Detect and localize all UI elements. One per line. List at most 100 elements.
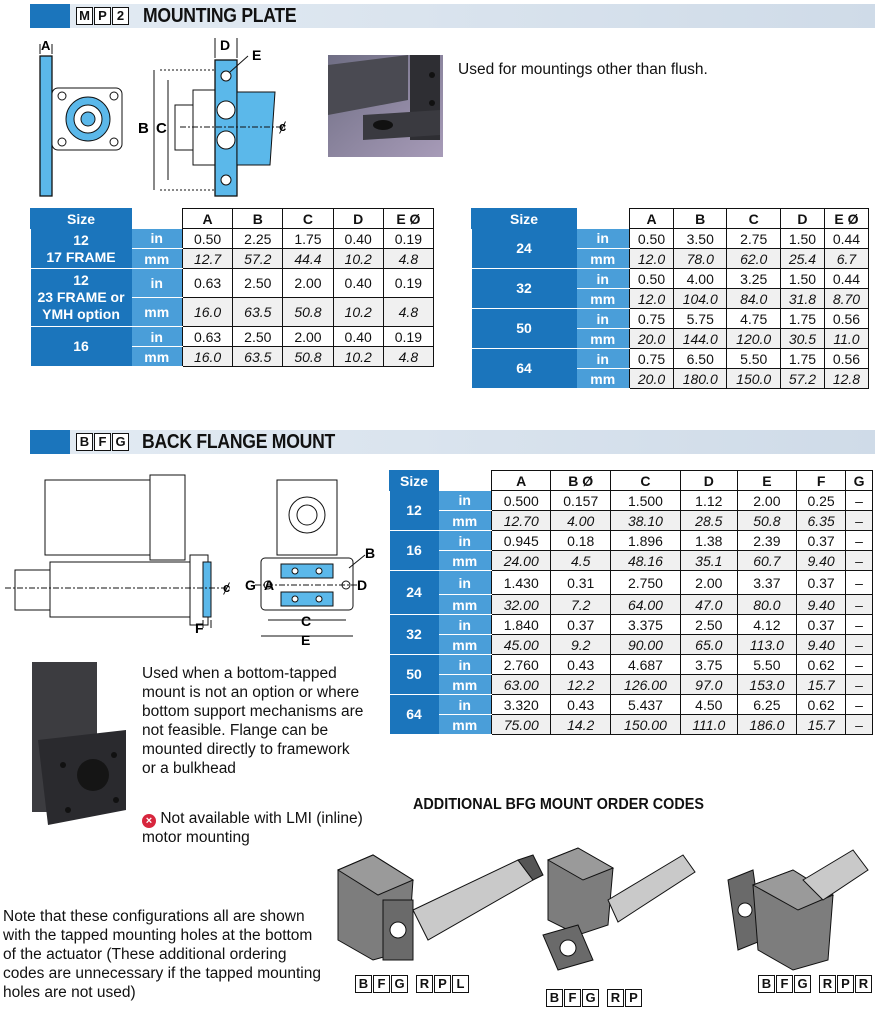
value-cell: 25.4	[779, 248, 825, 269]
value-cell: 6.35	[796, 510, 847, 531]
code-letter: F	[94, 433, 111, 451]
unit-mm: mm	[438, 510, 492, 531]
value-cell: 144.0	[672, 328, 728, 349]
size-line: 16	[73, 338, 89, 354]
code-letter: B	[758, 975, 775, 993]
value-cell: 3.75	[679, 654, 738, 675]
value-cell: –	[845, 694, 873, 715]
dim-label-e: E	[301, 632, 310, 648]
table-row: mm 20.0 144.0 120.0 30.5 11.0	[472, 328, 870, 349]
table-row: mm 12.7 57.2 44.4 10.2 4.8	[31, 248, 435, 269]
header-a: A	[181, 208, 234, 229]
value-cell: 50.8	[282, 346, 334, 367]
value-cell: 3.50	[672, 228, 728, 249]
value-cell: 4.687	[609, 654, 681, 675]
value-cell: 32.00	[490, 594, 552, 615]
unit-in: in	[438, 694, 492, 715]
value-cell: 4.75	[726, 308, 781, 329]
size-cell: 16	[30, 326, 132, 367]
value-cell: 15.7	[796, 714, 847, 735]
value-cell: 15.7	[796, 674, 847, 695]
unit-mm: mm	[438, 550, 492, 571]
value-cell: 2.50	[232, 326, 284, 347]
bfg-section-header: B F G BACK FLANGE MOUNT	[30, 430, 875, 454]
table-row: mm 12.70 4.00 38.10 28.5 50.8 6.35 –	[390, 510, 873, 531]
header-c: C	[726, 208, 781, 229]
dim-label-d: D	[220, 37, 230, 53]
value-cell: 0.56	[823, 348, 870, 369]
value-cell: –	[845, 594, 873, 615]
value-cell: 0.500	[490, 490, 552, 511]
value-cell: 1.430	[490, 570, 552, 595]
value-cell: 20.0	[629, 328, 674, 349]
value-cell: 16.0	[181, 297, 234, 327]
unit-in: in	[131, 326, 183, 347]
centerline-label: ȼ	[223, 580, 230, 595]
value-cell: 0.31	[550, 570, 611, 595]
value-cell: 0.40	[332, 228, 384, 249]
value-cell: 5.437	[609, 694, 681, 715]
value-cell: 4.8	[382, 297, 435, 327]
dim-label-b: B	[138, 120, 149, 137]
value-cell: 0.37	[796, 530, 847, 551]
value-cell: 0.44	[823, 268, 870, 289]
unit-mm: mm	[576, 328, 630, 349]
value-cell: 1.50	[779, 228, 825, 249]
centerline-label: ȼ	[279, 119, 286, 134]
value-cell: 0.43	[550, 694, 611, 715]
value-cell: 28.5	[679, 510, 738, 531]
value-cell: 10.2	[332, 297, 384, 327]
value-cell: 0.75	[629, 348, 674, 369]
code-letter: G	[112, 433, 129, 451]
header-size: Size	[471, 208, 577, 229]
value-cell: 35.1	[679, 550, 738, 571]
value-cell: 64.00	[609, 594, 681, 615]
table-row: 24 in 1.430 0.31 2.750 2.00 3.37 0.37 –	[389, 570, 873, 615]
value-cell: 3.320	[490, 694, 552, 715]
value-cell: 47.0	[679, 594, 738, 615]
unit-in: in	[438, 614, 492, 635]
bfg-title: BACK FLANGE MOUNT	[142, 431, 336, 453]
value-cell: 0.37	[796, 570, 847, 595]
value-cell: 50.8	[736, 510, 798, 531]
table-row: mm 16.0 63.5 50.8 10.2 4.8	[31, 297, 435, 327]
value-cell: 3.25	[726, 268, 781, 289]
unit-mm: mm	[576, 368, 630, 389]
size-cell: 32	[471, 268, 577, 309]
header-size: Size	[389, 470, 439, 491]
value-cell: –	[845, 634, 873, 655]
value-cell: 0.37	[796, 614, 847, 635]
unit-mm: mm	[131, 248, 183, 269]
value-cell: 2.760	[490, 654, 552, 675]
value-cell: 12.0	[629, 248, 674, 269]
x-circle-icon: ×	[142, 814, 156, 828]
bfg-code: B F G	[76, 433, 129, 451]
header-a: A	[629, 208, 674, 229]
code-letter: F	[776, 975, 793, 993]
value-cell: –	[845, 490, 873, 511]
code-letter: G	[391, 975, 408, 993]
header-c: C	[609, 470, 681, 491]
value-cell: 57.2	[779, 368, 825, 389]
value-cell: 0.37	[550, 614, 611, 635]
value-cell: 9.2	[550, 634, 611, 655]
code-letter: G	[582, 989, 599, 1007]
unit-in: in	[438, 654, 492, 675]
value-cell: 186.0	[736, 714, 798, 735]
value-cell: 0.63	[181, 326, 234, 347]
config-rp-illustration	[542, 847, 696, 971]
config-rpr-illustration	[727, 849, 869, 971]
value-cell: 120.0	[726, 328, 781, 349]
table-row: mm 75.00 14.2 150.00 111.0 186.0 15.7 –	[390, 714, 873, 735]
value-cell: 1.50	[779, 268, 825, 289]
unit-mm: mm	[131, 297, 183, 327]
value-cell: 2.25	[232, 228, 284, 249]
value-cell: 153.0	[736, 674, 798, 695]
bfg-description: Used when a bottom-tapped mount is not a…	[142, 665, 364, 777]
mp2-spec-table-left: Size A B C D E Ø 12 17 FRAME in 0.50 2.2…	[30, 208, 435, 367]
value-cell: 10.2	[332, 248, 384, 269]
value-cell: 50.8	[282, 297, 334, 327]
code-letter: L	[452, 975, 469, 993]
plate-side-view	[39, 55, 53, 197]
value-cell: 0.157	[550, 490, 611, 511]
